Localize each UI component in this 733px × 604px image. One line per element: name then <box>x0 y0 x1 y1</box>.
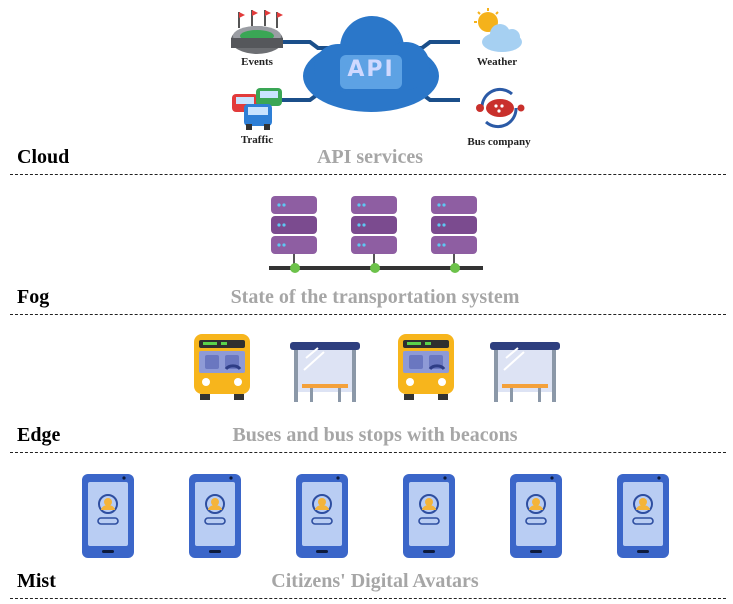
bus-stop-icon <box>289 341 361 403</box>
layer-divider-fog <box>10 314 726 315</box>
source-label-bus-company: Bus company <box>467 136 531 148</box>
layer-divider-edge <box>10 452 726 453</box>
weather-icon <box>474 8 522 52</box>
layer-label-fog: Fog <box>17 286 50 308</box>
bus-stop-icon <box>489 341 561 403</box>
source-label-events: Events <box>241 56 273 68</box>
bus-company-icon <box>476 87 525 129</box>
bus-icon <box>192 332 252 402</box>
layer-description-mist: Citizens' Digital Avatars <box>271 570 479 592</box>
smartphone-icon <box>81 473 135 559</box>
smartphone-icon <box>402 473 456 559</box>
layer-label-cloud: Cloud <box>17 146 70 168</box>
server-icon <box>431 196 477 273</box>
layer-description-edge: Buses and bus stops with beacons <box>232 424 518 446</box>
layer-label-edge: Edge <box>17 424 61 446</box>
citizen-devices <box>81 473 670 559</box>
smartphone-icon <box>509 473 563 559</box>
bus-icon <box>396 332 456 402</box>
layer-divider-cloud <box>10 174 726 175</box>
smartphone-icon <box>616 473 670 559</box>
smartphone-icon <box>295 473 349 559</box>
edge-devices <box>192 332 561 403</box>
layer-description-cloud: API services <box>316 146 424 168</box>
server-network <box>269 196 483 273</box>
layer-label-mist: Mist <box>17 570 56 592</box>
server-icon <box>351 196 397 273</box>
smartphone-icon <box>188 473 242 559</box>
stadium-icon <box>231 10 283 54</box>
layer-divider-mist <box>10 598 726 599</box>
source-label-traffic: Traffic <box>240 134 274 146</box>
layer-description-fog: State of the transportation system <box>230 286 520 308</box>
server-icon <box>271 196 317 273</box>
cars-icon <box>232 88 282 130</box>
api-cloud-icon <box>303 16 439 112</box>
api-text: API <box>347 57 395 82</box>
source-label-weather: Weather <box>476 56 518 68</box>
